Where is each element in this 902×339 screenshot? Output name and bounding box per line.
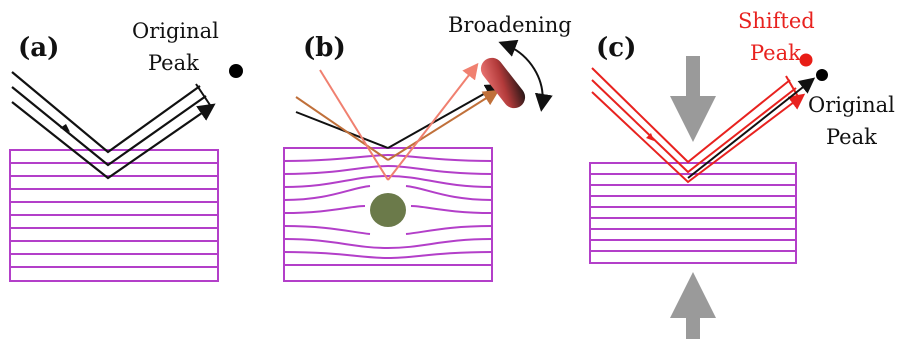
panel-c-original-beam (687, 77, 816, 179)
panel-c-original-peak-line1: Original (808, 93, 895, 117)
panel-b-broadening-arrow (498, 39, 553, 112)
panel-a-lattice (9, 149, 219, 282)
panel-b-lattice (283, 147, 493, 282)
panel-a-original-peak-line2: Peak (148, 51, 199, 75)
panel-c-label: (c) (596, 33, 636, 63)
panel-b-broadening-label: Broadening (448, 13, 572, 37)
panel-b-broadened-peak (480, 57, 526, 109)
panel-c: (c) (589, 9, 895, 339)
panel-c-original-peak-label: Original Peak (808, 93, 895, 149)
panel-a-label: (a) (18, 33, 59, 63)
panel-c-shifted-peak-line1: Shifted (738, 9, 815, 33)
panel-c-shifted-peak-label: Shifted Peak (738, 9, 815, 65)
panel-b: (b) Broadening (283, 13, 572, 282)
panel-b-beams (295, 62, 502, 181)
panel-a-original-peak-dot (229, 64, 243, 78)
panel-c-shifted-peak-line2: Peak (750, 41, 801, 65)
panel-a-beams (11, 71, 216, 180)
panel-c-top-pressure-arrow (670, 56, 716, 142)
panel-b-label: (b) (303, 33, 346, 63)
panel-c-bottom-pressure-arrow (670, 272, 716, 339)
panel-c-original-peak-dot (816, 69, 828, 81)
panel-c-shifted-peak-dot (799, 53, 813, 67)
panel-b-defect (370, 193, 406, 227)
panel-c-shifted-beams (591, 67, 806, 184)
panel-c-original-peak-line2: Peak (826, 125, 877, 149)
panel-c-lattice (589, 162, 797, 264)
panel-a: (a) Original Peak (9, 19, 243, 282)
panel-a-original-peak-line1: Original (132, 19, 219, 43)
panel-a-original-peak-label: Original Peak (132, 19, 219, 75)
